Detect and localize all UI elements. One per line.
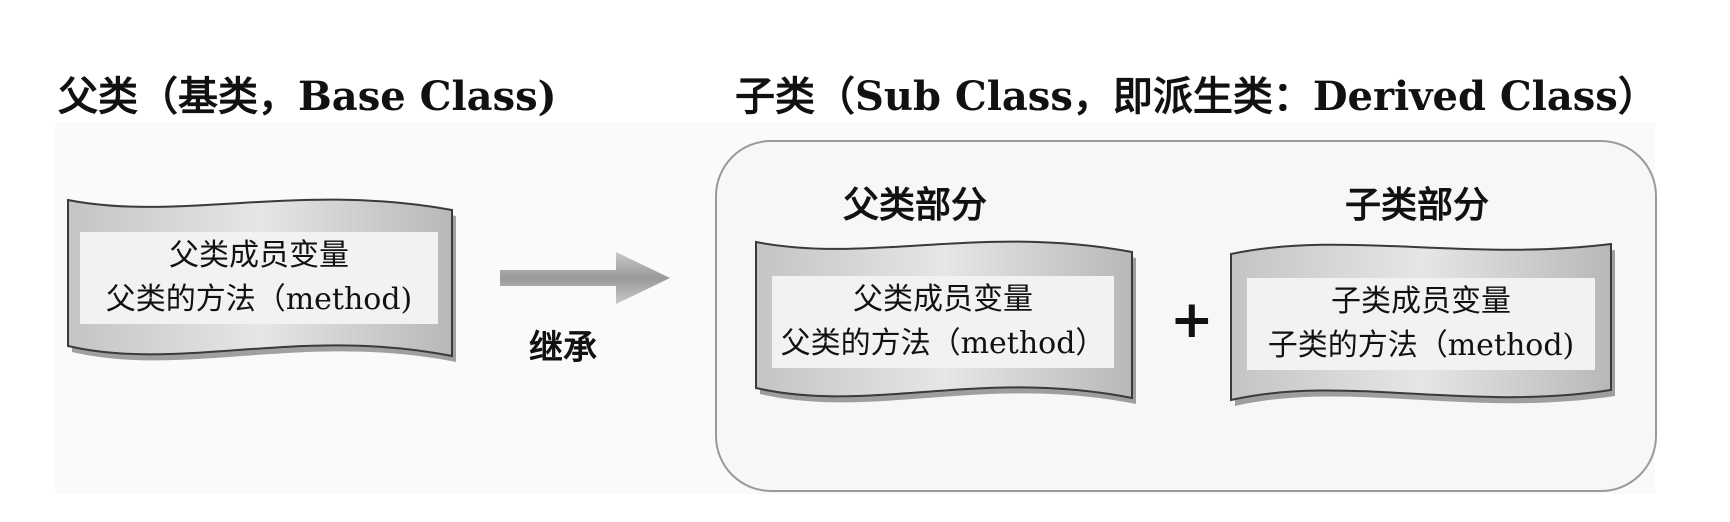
inheritance-arrow xyxy=(500,252,670,304)
base-class-card: 父类成员变量 父类的方法（method) xyxy=(60,196,460,366)
base-class-title: 父类（基类，Base Class) xyxy=(58,73,557,120)
sub-class-title: 子类（Sub Class，即派生类：Derived Class） xyxy=(735,73,1658,120)
child-member-variables: 子类成员变量 xyxy=(1331,284,1511,319)
parent-member-variables: 父类成员变量 xyxy=(853,282,1033,317)
base-member-variables: 父类成员变量 xyxy=(169,238,349,273)
parent-part-card: 父类成员变量 父类的方法（method） xyxy=(750,238,1140,408)
plus-sign: + xyxy=(1170,290,1214,350)
inheritance-label: 继承 xyxy=(529,328,597,368)
child-part-content: 子类成员变量 子类的方法（method) xyxy=(1247,278,1595,370)
parent-methods: 父类的方法（method） xyxy=(780,326,1106,361)
base-methods: 父类的方法（method) xyxy=(105,282,413,317)
child-methods: 子类的方法（method) xyxy=(1267,328,1575,363)
parent-part-label: 父类部分 xyxy=(843,184,988,226)
child-part-label: 子类部分 xyxy=(1345,184,1490,226)
base-card-content: 父类成员变量 父类的方法（method) xyxy=(80,232,438,324)
parent-part-content: 父类成员变量 父类的方法（method） xyxy=(772,276,1114,368)
child-part-card: 子类成员变量 子类的方法（method) xyxy=(1225,240,1620,410)
